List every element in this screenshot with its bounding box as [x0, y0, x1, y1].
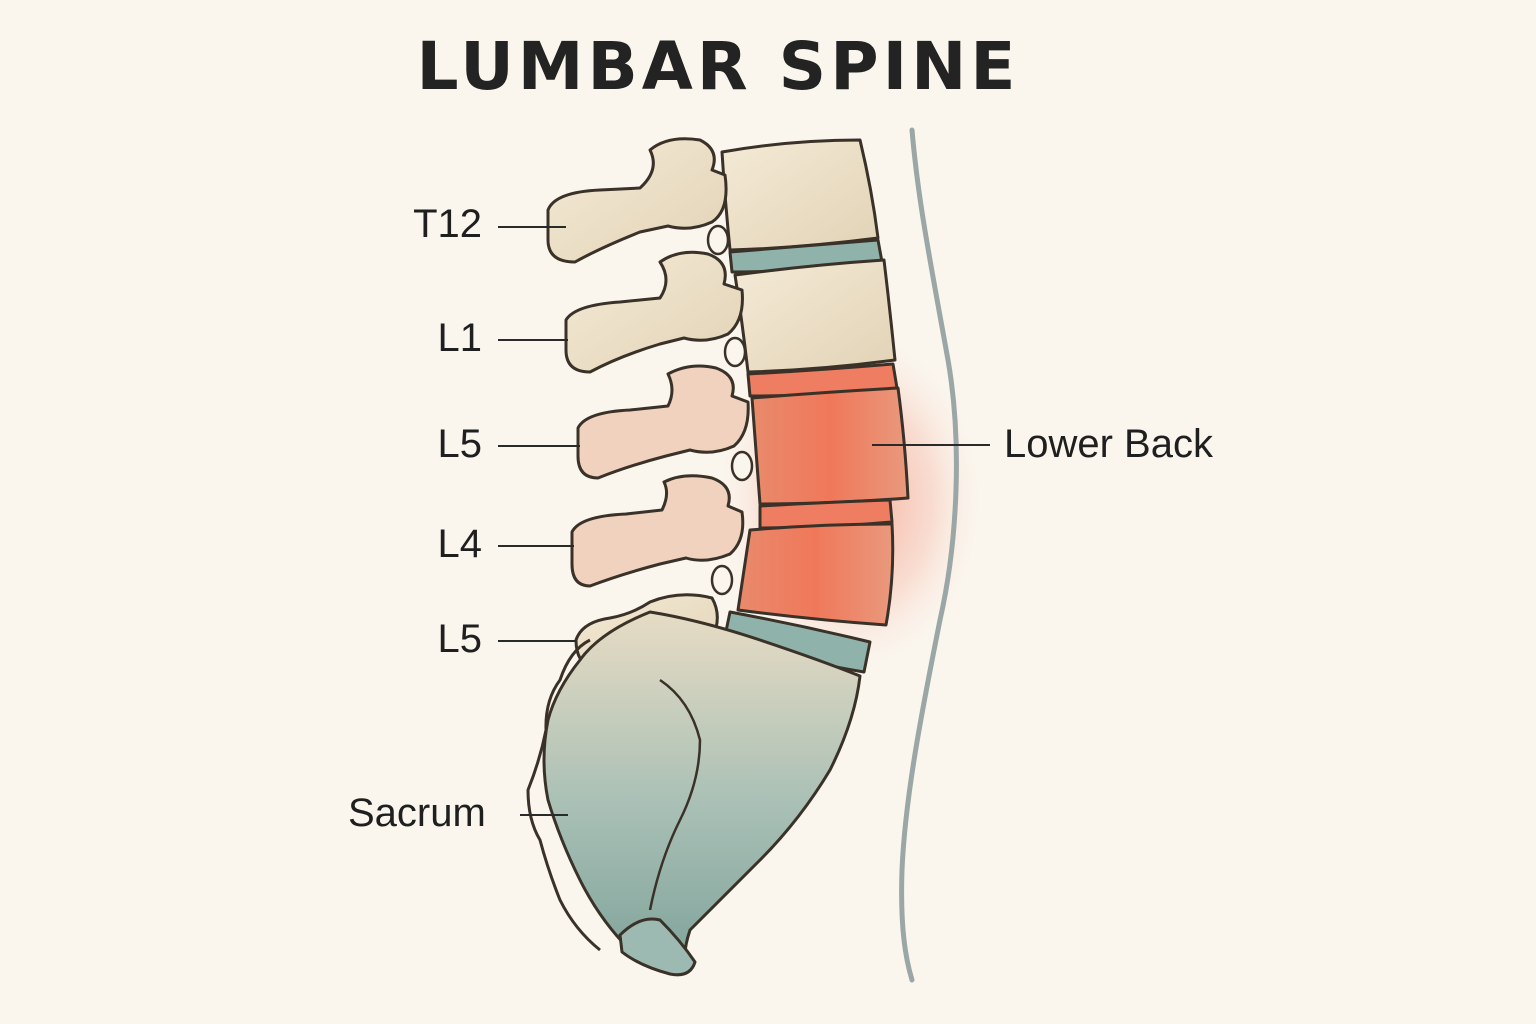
spinous-process-l1	[564, 250, 744, 374]
sacrum-posterior-ridge	[526, 638, 601, 952]
vertebral-body-inflamed-upper	[750, 386, 910, 506]
label-l5-lower: L5	[437, 617, 483, 661]
label-l5-upper: L5	[437, 422, 483, 466]
vertebral-body-t12	[720, 138, 880, 252]
foramen-2	[723, 336, 747, 368]
foramen-1	[706, 224, 730, 256]
leader-lower-back	[872, 444, 990, 446]
leader-t12	[498, 226, 566, 228]
label-lower-back: Lower Back	[1004, 422, 1213, 466]
foramen-4	[710, 564, 734, 596]
leader-l5-lower	[498, 640, 576, 642]
label-sacrum: Sacrum	[348, 791, 486, 835]
coccyx	[618, 917, 697, 977]
diagram-title: LUMBAR SPINE	[416, 28, 1020, 105]
label-t12: T12	[413, 202, 482, 246]
body-contour-line	[899, 127, 959, 983]
label-l1: L1	[437, 316, 483, 360]
spinous-process-l4	[570, 474, 745, 588]
vertebral-body-inflamed-lower	[736, 522, 895, 627]
label-l4: L4	[437, 522, 483, 566]
sacrum-inner-curve	[648, 678, 702, 911]
leader-l4	[498, 545, 574, 547]
leader-sacrum	[520, 814, 568, 816]
vertebral-body-l1	[733, 258, 897, 374]
sacrum-bone	[542, 610, 862, 972]
foramen-3	[730, 450, 754, 482]
spinous-process-l5-upper	[576, 364, 750, 480]
spinous-process-t12	[546, 137, 728, 264]
leader-l5-upper	[498, 445, 580, 447]
leader-l1	[498, 339, 568, 341]
